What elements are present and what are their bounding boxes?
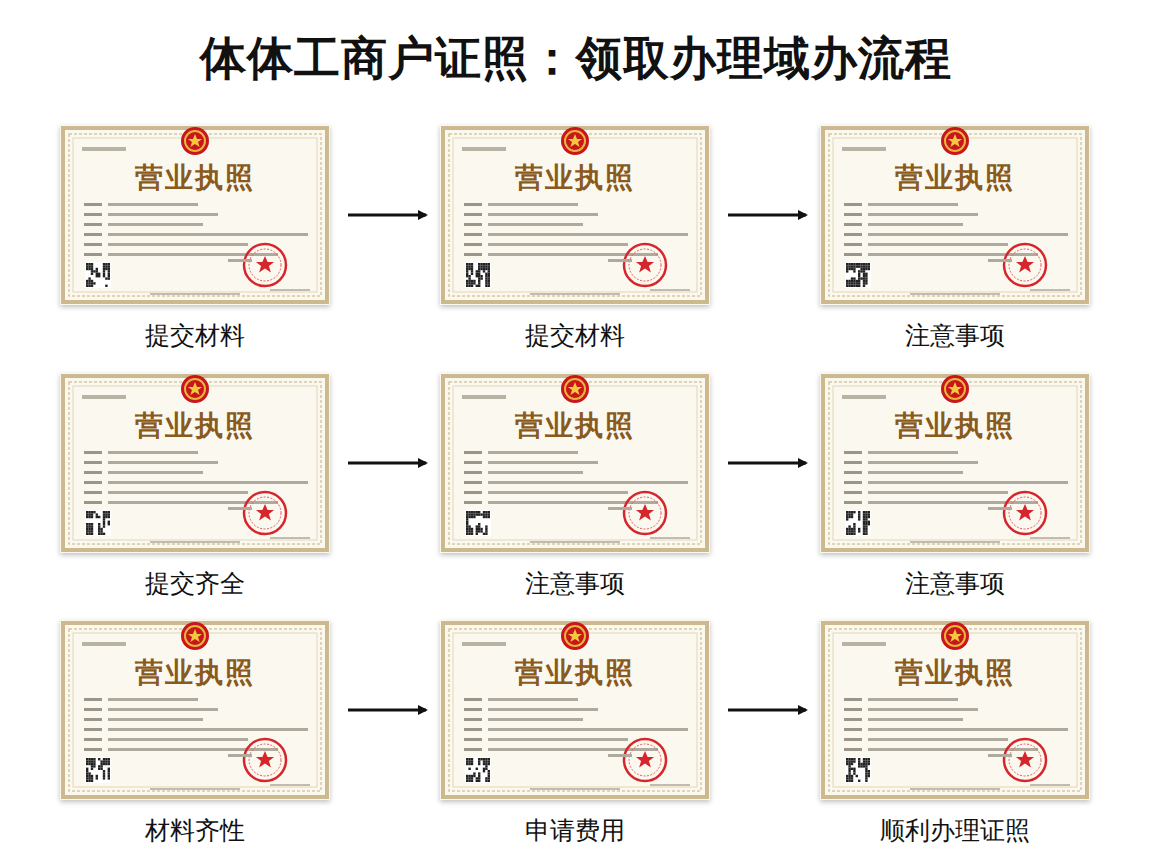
license-heading: 营业执照 xyxy=(60,159,330,197)
certificate-art xyxy=(820,125,1090,305)
license-heading: 营业执照 xyxy=(820,654,1090,692)
flow-arrow xyxy=(728,214,806,217)
license-image: 营业执照 xyxy=(60,373,330,553)
step-caption: 注意事项 xyxy=(440,567,710,600)
license-image: 营业执照 xyxy=(60,620,330,800)
certificate-art xyxy=(440,373,710,553)
license-card: 营业执照提交材料 xyxy=(60,125,330,352)
license-image: 营业执照 xyxy=(820,125,1090,305)
license-image: 营业执照 xyxy=(440,373,710,553)
flow-arrow xyxy=(348,214,426,217)
license-card: 营业执照注意事项 xyxy=(820,373,1090,600)
license-card: 营业执照提交齐全 xyxy=(60,373,330,600)
license-card: 营业执照提交材料 xyxy=(440,125,710,352)
flow-arrow xyxy=(728,709,806,712)
step-caption: 材料齐性 xyxy=(60,814,330,847)
license-heading: 营业执照 xyxy=(820,159,1090,197)
license-heading: 营业执照 xyxy=(60,654,330,692)
flow-arrow xyxy=(348,709,426,712)
license-card: 营业执照注意事项 xyxy=(440,373,710,600)
certificate-art xyxy=(440,620,710,800)
step-caption: 提交材料 xyxy=(60,319,330,352)
license-card: 营业执照材料齐性 xyxy=(60,620,330,847)
step-caption: 提交齐全 xyxy=(60,567,330,600)
step-caption: 顺利办理证照 xyxy=(820,814,1090,847)
license-heading: 营业执照 xyxy=(60,407,330,445)
certificate-art xyxy=(60,620,330,800)
certificate-art xyxy=(440,125,710,305)
certificate-art xyxy=(820,620,1090,800)
license-image: 营业执照 xyxy=(440,125,710,305)
certificate-art xyxy=(60,373,330,553)
step-caption: 提交材料 xyxy=(440,319,710,352)
license-card: 营业执照顺利办理证照 xyxy=(820,620,1090,847)
license-card: 营业执照注意事项 xyxy=(820,125,1090,352)
license-heading: 营业执照 xyxy=(440,407,710,445)
license-image: 营业执照 xyxy=(60,125,330,305)
certificate-art xyxy=(60,125,330,305)
step-caption: 申请费用 xyxy=(440,814,710,847)
license-image: 营业执照 xyxy=(820,620,1090,800)
license-image: 营业执照 xyxy=(820,373,1090,553)
license-heading: 营业执照 xyxy=(820,407,1090,445)
flow-arrow xyxy=(728,462,806,465)
certificate-art xyxy=(820,373,1090,553)
license-heading: 营业执照 xyxy=(440,654,710,692)
license-image: 营业执照 xyxy=(440,620,710,800)
flow-arrow xyxy=(348,462,426,465)
diagram-title: 体体工商户证照：领取办理域办流程 xyxy=(0,28,1152,90)
license-heading: 营业执照 xyxy=(440,159,710,197)
step-caption: 注意事项 xyxy=(820,567,1090,600)
step-caption: 注意事项 xyxy=(820,319,1090,352)
license-card: 营业执照申请费用 xyxy=(440,620,710,847)
